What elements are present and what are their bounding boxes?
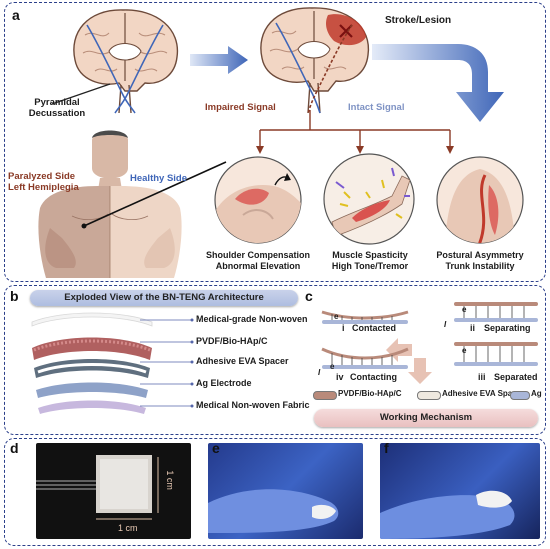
intact-signal-label: Intact Signal [348, 102, 405, 113]
brain-left-illustration [73, 9, 179, 114]
postural-asymmetry-circle [436, 156, 524, 244]
state-iv-numeral: iv [336, 372, 344, 382]
muscle-spasticity-circle [323, 153, 415, 245]
state-i-name: Contacted [352, 323, 397, 333]
state-iii-name: Separated [494, 372, 538, 382]
legend-label-ag: Ag [531, 389, 542, 398]
electron-symbol-iv: e [330, 362, 335, 371]
legend-swatch-ag [510, 391, 530, 400]
panel-def-frame [4, 438, 546, 546]
legend-swatch-eva [417, 391, 441, 400]
panel-b-label: b [10, 288, 19, 304]
patient-torso-illustration [38, 130, 182, 278]
photo-f-finger-bent [380, 443, 540, 539]
electron-symbol-i: e [334, 312, 339, 321]
teng-state-contacting [321, 347, 409, 369]
teng-state-separated [454, 342, 538, 366]
symptom-2-line1: Muscle Spasticity [332, 250, 408, 260]
shoulder-symptom-circle [214, 156, 302, 244]
panel-bc-frame [4, 285, 546, 435]
panel-b-title: Exploded View of the BN-TENG Architectur… [30, 290, 298, 306]
photo-e-finger [208, 443, 363, 539]
decussation-pointer [51, 83, 111, 105]
decussation-label-line2: Decussation [28, 108, 86, 119]
panel-e-label: e [212, 440, 220, 456]
scale-bar-vertical-label: 1 cm [164, 470, 175, 490]
panel-d-label: d [10, 440, 19, 456]
stroke-lesion-label: Stroke/Lesion [385, 15, 452, 26]
state-i-numeral: i [342, 323, 345, 333]
impaired-signal-label: Impaired Signal [205, 102, 276, 113]
panel-c-label: c [305, 288, 313, 304]
panel-a-label: a [12, 7, 20, 23]
current-symbol-ii: I [444, 320, 447, 329]
layer-label-5: Medical Non-woven Fabric [196, 400, 310, 410]
curved-down-arrow-icon [372, 44, 504, 122]
paralyzed-side-label-line2: Left Hemiplegia [8, 182, 79, 193]
state-iv-name: Contacting [350, 372, 397, 382]
layer-label-3: Adhesive EVA Spacer [196, 356, 289, 366]
current-symbol-iv: I [318, 368, 321, 377]
pointer-line [81, 161, 227, 229]
symptom-1-line2: Abnormal Elevation [215, 261, 301, 271]
layer-label-1: Medical-grade Non-woven [196, 314, 308, 324]
right-arrow-icon [190, 46, 248, 74]
legend-label-pvdf: PVDF/Bio-HAp/C [338, 389, 402, 398]
teng-state-separating [454, 302, 538, 322]
layer-label-2: PVDF/Bio-HAp/C [196, 336, 268, 346]
layer-label-4: Ag Electrode [196, 378, 252, 388]
healthy-side-label: Healthy Side [130, 173, 188, 184]
panel-f-label: f [384, 440, 389, 456]
decussation-label-line1: Pyramidal [34, 97, 80, 108]
legend-swatch-pvdf [313, 391, 337, 400]
working-mechanism-title: Working Mechanism [314, 409, 538, 427]
exploded-layers-illustration [31, 312, 153, 414]
paralyzed-side-label-line1: Paralyzed Side [8, 171, 76, 182]
electron-symbol-ii: e [462, 305, 467, 314]
state-iii-numeral: iii [478, 372, 486, 382]
layer-leader-lines [140, 318, 194, 408]
state-ii-name: Separating [484, 323, 531, 333]
panel-a-frame [4, 2, 546, 282]
symptom-1-line1: Shoulder Compensation [205, 250, 310, 260]
legend-label-eva: Adhesive EVA Spacer [442, 389, 525, 398]
electron-symbol-iii: e [462, 346, 467, 355]
symptom-3-line1: Postural Asymmetry [436, 250, 524, 260]
symptom-3-line2: Trunk Instability [445, 261, 515, 271]
scale-bar-horizontal-label: 1 cm [118, 523, 138, 533]
photo-d-device [36, 443, 191, 539]
brain-right-illustration [260, 7, 370, 114]
symptom-2-line2: High Tone/Tremor [331, 261, 409, 271]
teng-state-contacted [321, 310, 409, 324]
signal-connector-lines [256, 110, 454, 154]
state-ii-numeral: ii [470, 323, 476, 333]
